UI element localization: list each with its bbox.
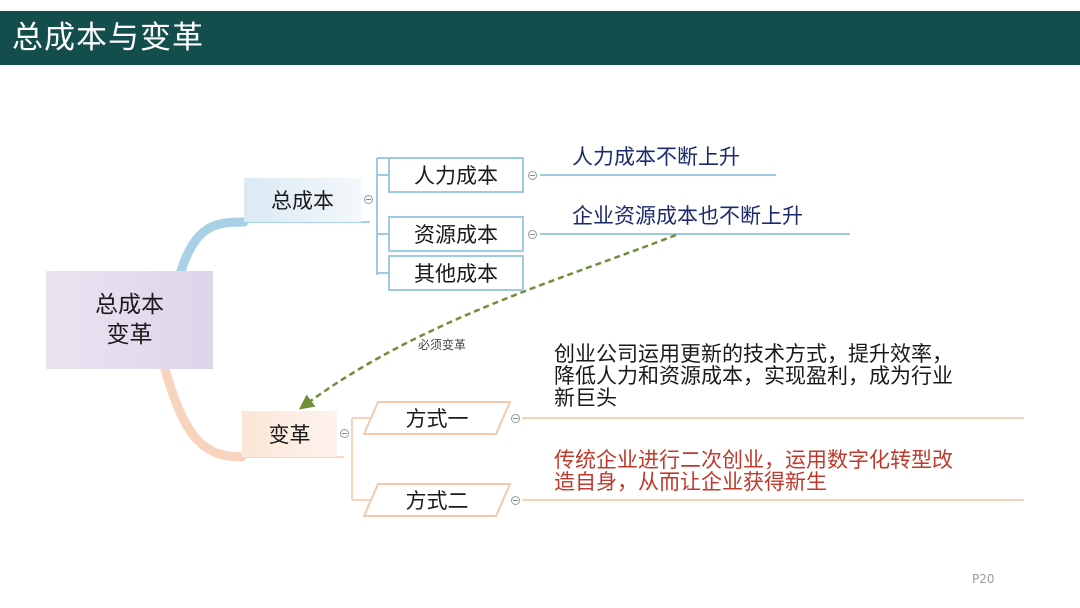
- leaf-method-1-note: 创业公司运用更新的技术方式，提升效率， 降低人力和资源成本，实现盈利，成为行业 …: [554, 342, 953, 410]
- collapse-toggle-cost[interactable]: [364, 195, 373, 204]
- center-node-line2: 变革: [106, 322, 153, 348]
- slide-title: 总成本与变革: [12, 20, 204, 56]
- leaf-method-2-note: 传统企业进行二次创业，运用数字化转型改 造自身，从而让企业获得新生: [554, 448, 953, 494]
- sub-node-resource-cost[interactable]: 资源成本: [388, 216, 524, 252]
- leaf-labor-note: 人力成本不断上升: [572, 145, 740, 169]
- method-1-shape: [362, 401, 512, 435]
- branch-node-cost-label: 总成本: [271, 189, 334, 213]
- branch-curve-change: [160, 364, 247, 462]
- sub-node-label: 其他成本: [414, 262, 498, 286]
- arrow-label: 必须变革: [418, 338, 467, 352]
- sub-node-label: 资源成本: [414, 223, 498, 247]
- sub-node-label: 人力成本: [414, 164, 498, 188]
- branch-node-change[interactable]: 变革: [242, 411, 337, 457]
- collapse-toggle-resource[interactable]: [528, 230, 537, 239]
- title-bar: 总成本与变革: [0, 11, 1080, 65]
- sub-node-method-1[interactable]: 方式一: [372, 401, 502, 435]
- collapse-toggle-labor[interactable]: [528, 171, 537, 180]
- collapse-toggle-method-2[interactable]: [511, 496, 520, 505]
- page-number: P20: [972, 572, 995, 586]
- sub-node-labor-cost[interactable]: 人力成本: [388, 157, 524, 193]
- sub-node-label: 方式一: [405, 407, 469, 431]
- leaf-resource-note: 企业资源成本也不断上升: [572, 204, 803, 228]
- collapse-toggle-method-1[interactable]: [511, 414, 520, 423]
- sub-node-method-2[interactable]: 方式二: [372, 483, 502, 517]
- sub-node-other-cost[interactable]: 其他成本: [388, 255, 524, 291]
- center-node[interactable]: 总成本 变革: [46, 271, 213, 369]
- collapse-toggle-change[interactable]: [340, 429, 349, 438]
- must-change-arrow: [298, 233, 677, 410]
- branch-node-change-label: 变革: [268, 423, 311, 447]
- branch-node-cost[interactable]: 总成本: [244, 178, 361, 222]
- method-2-shape: [362, 483, 512, 517]
- branch-curve-cost: [175, 217, 249, 279]
- sub-node-label: 方式二: [405, 489, 469, 513]
- center-node-line1: 总成本: [95, 292, 164, 318]
